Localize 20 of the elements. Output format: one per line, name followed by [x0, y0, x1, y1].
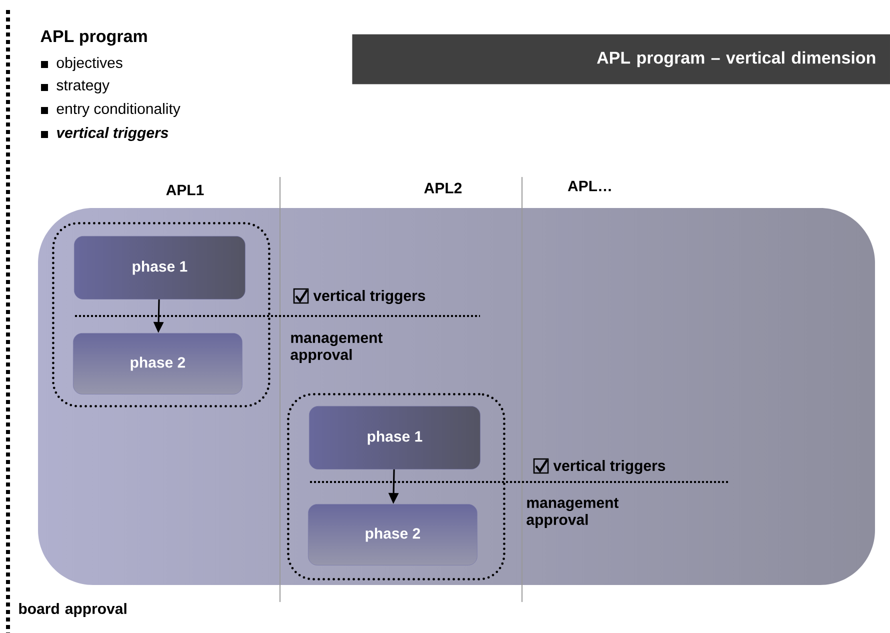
column-heading: APL2 — [424, 182, 462, 194]
phase-box: phase 2 — [73, 333, 242, 394]
phase-box: phase 1 — [74, 236, 246, 300]
approval-label: management approval — [290, 333, 383, 363]
approval-label: management approval — [526, 498, 619, 528]
list-heading: APL program — [40, 30, 147, 46]
list-item: objectives — [41, 57, 122, 71]
list-item: strategy — [41, 80, 110, 94]
approval-label: board approval — [19, 603, 126, 617]
phase-box: phase 1 — [309, 406, 480, 470]
column-heading: APL1 — [166, 184, 204, 196]
trigger-label: vertical triggers — [313, 290, 426, 304]
dotted-group-outline — [287, 393, 506, 580]
dotted-group-outline — [52, 222, 270, 408]
list-item: vertical triggers — [41, 127, 168, 141]
phase-box: phase 2 — [308, 504, 478, 566]
title-banner: APL program – vertical dimension — [352, 34, 890, 84]
trigger-label: vertical triggers — [553, 460, 666, 474]
list-item: entry conditionality — [41, 103, 180, 117]
column-heading: APL… — [568, 180, 611, 192]
